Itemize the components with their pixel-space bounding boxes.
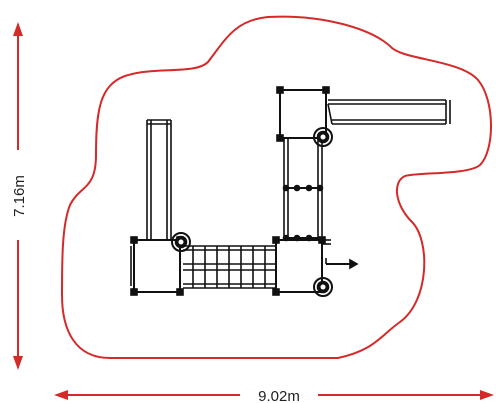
- play-structure: [130, 86, 451, 297]
- vertical-crawl-tube: [282, 138, 324, 242]
- right-bottom-post: [313, 277, 333, 297]
- safety-zone-boundary: [60, 15, 492, 359]
- arrow-down-icon: [13, 356, 23, 370]
- height-dimension: [13, 22, 23, 370]
- height-dimension-label: 7.16m: [11, 175, 28, 217]
- width-dimension-label: 9.02m: [258, 388, 300, 403]
- bridge: [183, 245, 275, 289]
- top-post: [313, 127, 333, 147]
- width-dimension: [54, 390, 494, 400]
- arrow-right-icon: [480, 390, 494, 400]
- arrow-left-icon: [54, 390, 68, 400]
- left-slide: [146, 119, 172, 240]
- top-platform: [276, 86, 330, 142]
- top-right-slide: [327, 99, 451, 125]
- telescope-panel: [325, 258, 359, 270]
- left-platform: [130, 236, 184, 296]
- left-post: [171, 232, 191, 252]
- arrow-up-icon: [13, 22, 23, 36]
